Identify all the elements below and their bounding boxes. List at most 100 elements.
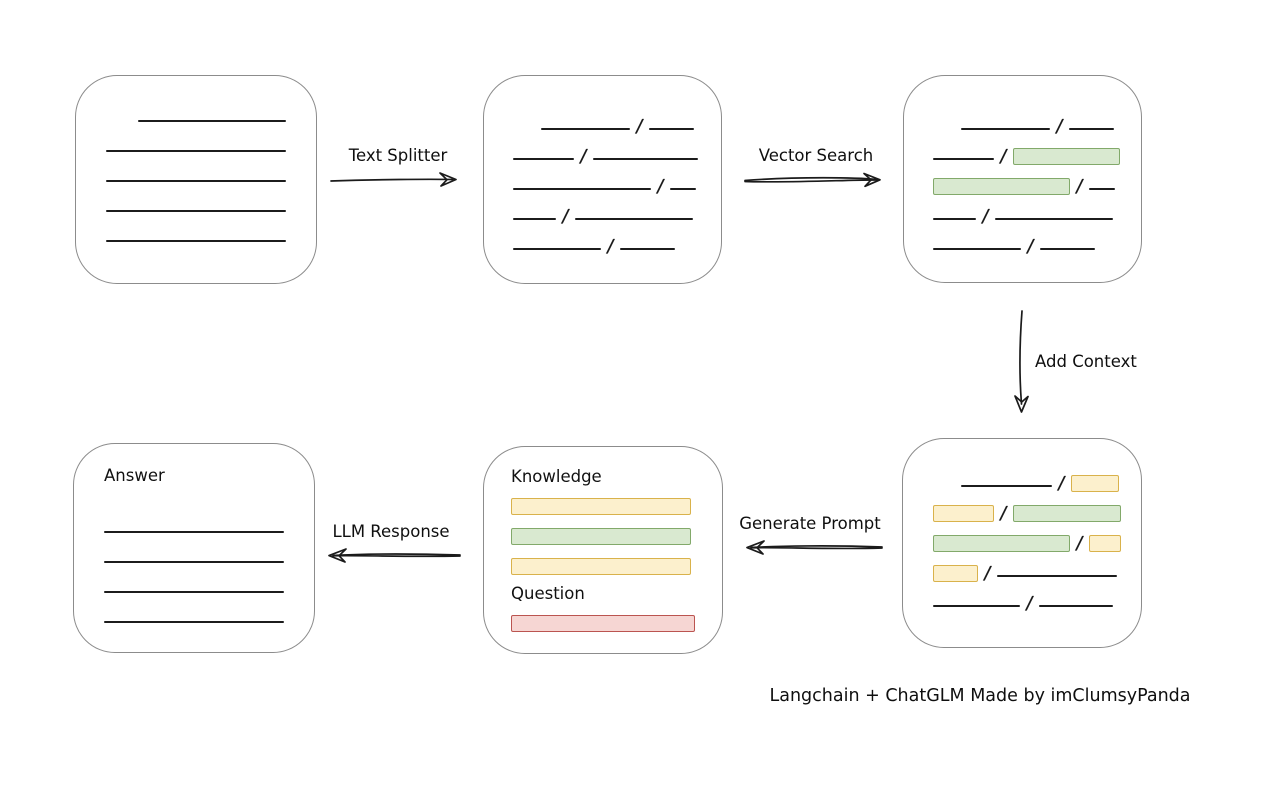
text-row: /: [513, 166, 721, 197]
text-line: [1038, 605, 1113, 607]
text-row: /: [513, 106, 721, 137]
text-line: [619, 248, 675, 250]
red-highlight-chip: [511, 615, 695, 632]
green-highlight-chip: [933, 535, 1070, 552]
slash-separator: /: [1025, 236, 1036, 257]
slash-separator: /: [655, 176, 666, 197]
text-line: [592, 158, 698, 160]
text-row: [104, 509, 314, 539]
text-row: /: [933, 106, 1141, 137]
text-line: [1088, 188, 1115, 190]
answer-heading: Answer: [104, 466, 165, 485]
yellow-highlight-chip: [933, 565, 978, 582]
text-line: [961, 485, 1052, 487]
text-line: [1039, 248, 1095, 250]
generate-prompt-label: Generate Prompt: [739, 514, 881, 533]
answer-box: Answer: [73, 443, 315, 653]
split-text-lines: / / / / /: [513, 106, 721, 257]
text-line: [138, 120, 286, 122]
slash-separator: /: [1074, 176, 1085, 197]
slash-separator: /: [1054, 116, 1065, 137]
text-line: [513, 248, 601, 250]
text-line: [104, 591, 284, 593]
text-line: [933, 605, 1020, 607]
text-line: [513, 158, 574, 160]
green-highlight-chip: [511, 528, 691, 545]
arrow-left-icon: [328, 548, 461, 563]
green-highlight-chip: [1012, 148, 1120, 165]
vector-search-arrow-group: Vector Search: [742, 146, 890, 192]
split-text-box: / / / / /: [483, 75, 722, 284]
text-line: [961, 128, 1050, 130]
text-row: /: [933, 226, 1141, 257]
yellow-highlight-chip: [1070, 475, 1119, 492]
text-row: [106, 98, 316, 128]
text-line: [513, 218, 556, 220]
text-row: [511, 603, 722, 633]
text-line: [106, 210, 286, 212]
llm-response-label: LLM Response: [332, 522, 450, 541]
slash-separator: /: [605, 236, 616, 257]
text-row: [106, 128, 316, 158]
text-splitter-arrow-group: Text Splitter: [328, 146, 468, 192]
text-row: /: [513, 196, 721, 227]
credit-caption: Langchain + ChatGLM Made by imClumsyPand…: [769, 686, 1191, 706]
text-line: [933, 218, 976, 220]
yellow-highlight-chip: [933, 505, 994, 522]
text-line: [541, 128, 630, 130]
text-line: [513, 188, 651, 190]
slash-separator: /: [980, 206, 991, 227]
arrow-left-icon: [746, 540, 883, 555]
generate-prompt-arrow-group: Generate Prompt: [734, 514, 886, 560]
text-line: [574, 218, 693, 220]
slash-separator: /: [1024, 593, 1035, 614]
slash-separator: /: [982, 563, 993, 584]
indent-gap: [513, 135, 541, 136]
arrow-down-icon: [1014, 310, 1029, 413]
text-row: [104, 599, 314, 629]
slash-separator: /: [1056, 473, 1067, 494]
text-line: [933, 158, 994, 160]
arrow-right-icon: [330, 172, 457, 187]
question-heading: Question: [511, 584, 585, 603]
text-line: [933, 248, 1021, 250]
text-row: /: [933, 553, 1141, 584]
text-splitter-label: Text Splitter: [348, 146, 448, 165]
vector-matched-lines: / / / / /: [933, 106, 1141, 257]
knowledge-bars: [511, 486, 722, 576]
green-highlight-chip: [933, 178, 1070, 195]
text-line: [669, 188, 696, 190]
text-row: [106, 158, 316, 188]
text-row: /: [933, 463, 1141, 494]
text-line: [106, 180, 286, 182]
text-row: /: [933, 583, 1141, 614]
text-row: /: [933, 493, 1141, 524]
text-line: [996, 575, 1117, 577]
text-line: [104, 561, 284, 563]
source-document-box: [75, 75, 317, 284]
text-row: [511, 516, 722, 546]
slash-separator: /: [560, 206, 571, 227]
add-context-label: Add Context: [1035, 352, 1137, 371]
slash-separator: /: [578, 146, 589, 167]
text-row: /: [933, 136, 1141, 167]
text-row: /: [933, 166, 1141, 197]
text-line: [104, 531, 284, 533]
prompt-box: Knowledge Question: [483, 446, 723, 654]
text-line: [648, 128, 694, 130]
text-row: /: [933, 196, 1141, 227]
arrow-right-icon: [744, 172, 881, 188]
slash-separator: /: [998, 146, 1009, 167]
indent-gap: [933, 135, 961, 136]
text-row: [106, 218, 316, 248]
slash-separator: /: [634, 116, 645, 137]
context-lines: /////: [933, 463, 1141, 614]
vector-search-label: Vector Search: [758, 146, 874, 165]
text-line: [994, 218, 1113, 220]
text-row: /: [513, 136, 721, 167]
text-line: [104, 621, 284, 623]
text-row: [511, 546, 722, 576]
text-row: [106, 188, 316, 218]
context-box: /////: [902, 438, 1142, 648]
